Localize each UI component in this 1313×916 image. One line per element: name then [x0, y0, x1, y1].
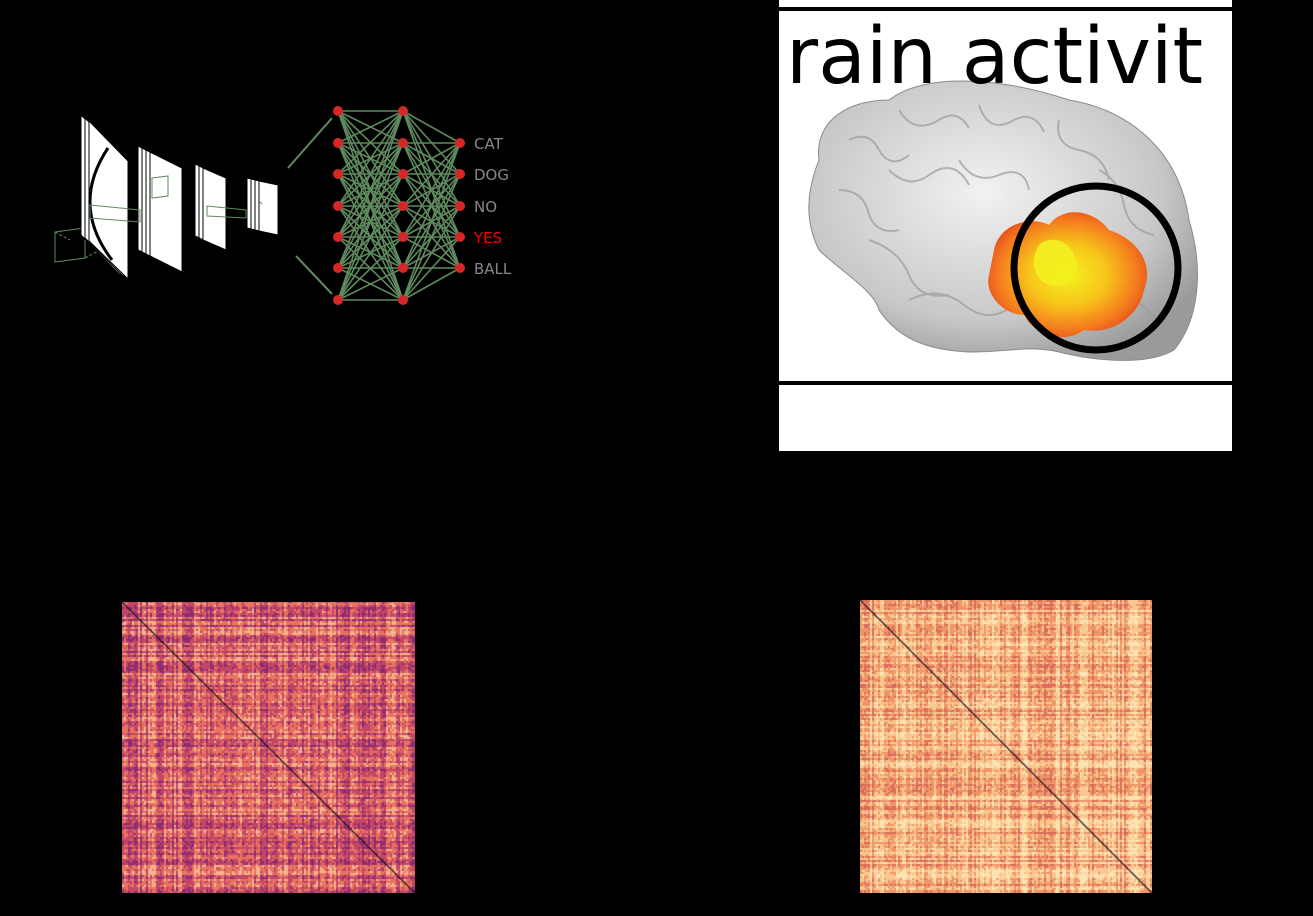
network-node	[333, 295, 343, 305]
output-label-no: NO	[474, 198, 497, 216]
output-label-yes: YES	[473, 229, 502, 247]
network-edge	[337, 267, 404, 301]
network-node	[398, 106, 408, 116]
network-node	[333, 201, 343, 211]
network-node	[455, 263, 465, 273]
network-node	[455, 232, 465, 242]
network-edge	[337, 110, 404, 175]
network-edge	[402, 236, 461, 301]
output-label-cat: CAT	[474, 135, 504, 153]
network-node	[398, 201, 408, 211]
network-edge	[402, 142, 461, 207]
network-node	[333, 106, 343, 116]
output-labels: CAT DOG NO YES BALL	[473, 135, 512, 278]
network-edge	[337, 142, 404, 301]
right-similarity-matrix	[860, 600, 1152, 893]
network-edge	[402, 142, 461, 175]
network-edge	[337, 205, 404, 301]
network-node	[455, 169, 465, 179]
network-edge	[337, 110, 404, 301]
brain-activity-icon	[779, 7, 1232, 385]
network-edge	[402, 173, 461, 301]
network-edge	[402, 110, 461, 144]
network-node	[398, 138, 408, 148]
network-nodes	[333, 106, 465, 305]
network-edge	[402, 142, 461, 269]
network-edge	[402, 142, 461, 301]
network-node	[455, 138, 465, 148]
network-node	[333, 138, 343, 148]
network-edge	[337, 236, 404, 301]
network-edge	[402, 267, 461, 301]
network-node	[455, 201, 465, 211]
network-edges	[337, 110, 461, 301]
left-similarity-matrix	[122, 602, 415, 893]
brain-title: rain activit	[786, 12, 1204, 102]
network-edge	[402, 142, 461, 238]
network-node	[333, 263, 343, 273]
network-node	[333, 232, 343, 242]
network-edge	[337, 110, 404, 238]
output-label-ball: BALL	[474, 260, 512, 278]
network-node	[398, 263, 408, 273]
cnn-feature-maps-icon	[54, 113, 333, 295]
output-label-dog: DOG	[474, 166, 509, 184]
brain-panel	[779, 0, 1232, 451]
network-node	[333, 169, 343, 179]
network-node	[398, 169, 408, 179]
network-edge	[337, 110, 404, 207]
network-node	[398, 295, 408, 305]
network-edge	[337, 173, 404, 301]
network-edge	[337, 110, 404, 144]
network-edge	[337, 110, 404, 269]
network-edge	[402, 205, 461, 301]
network-node	[398, 232, 408, 242]
